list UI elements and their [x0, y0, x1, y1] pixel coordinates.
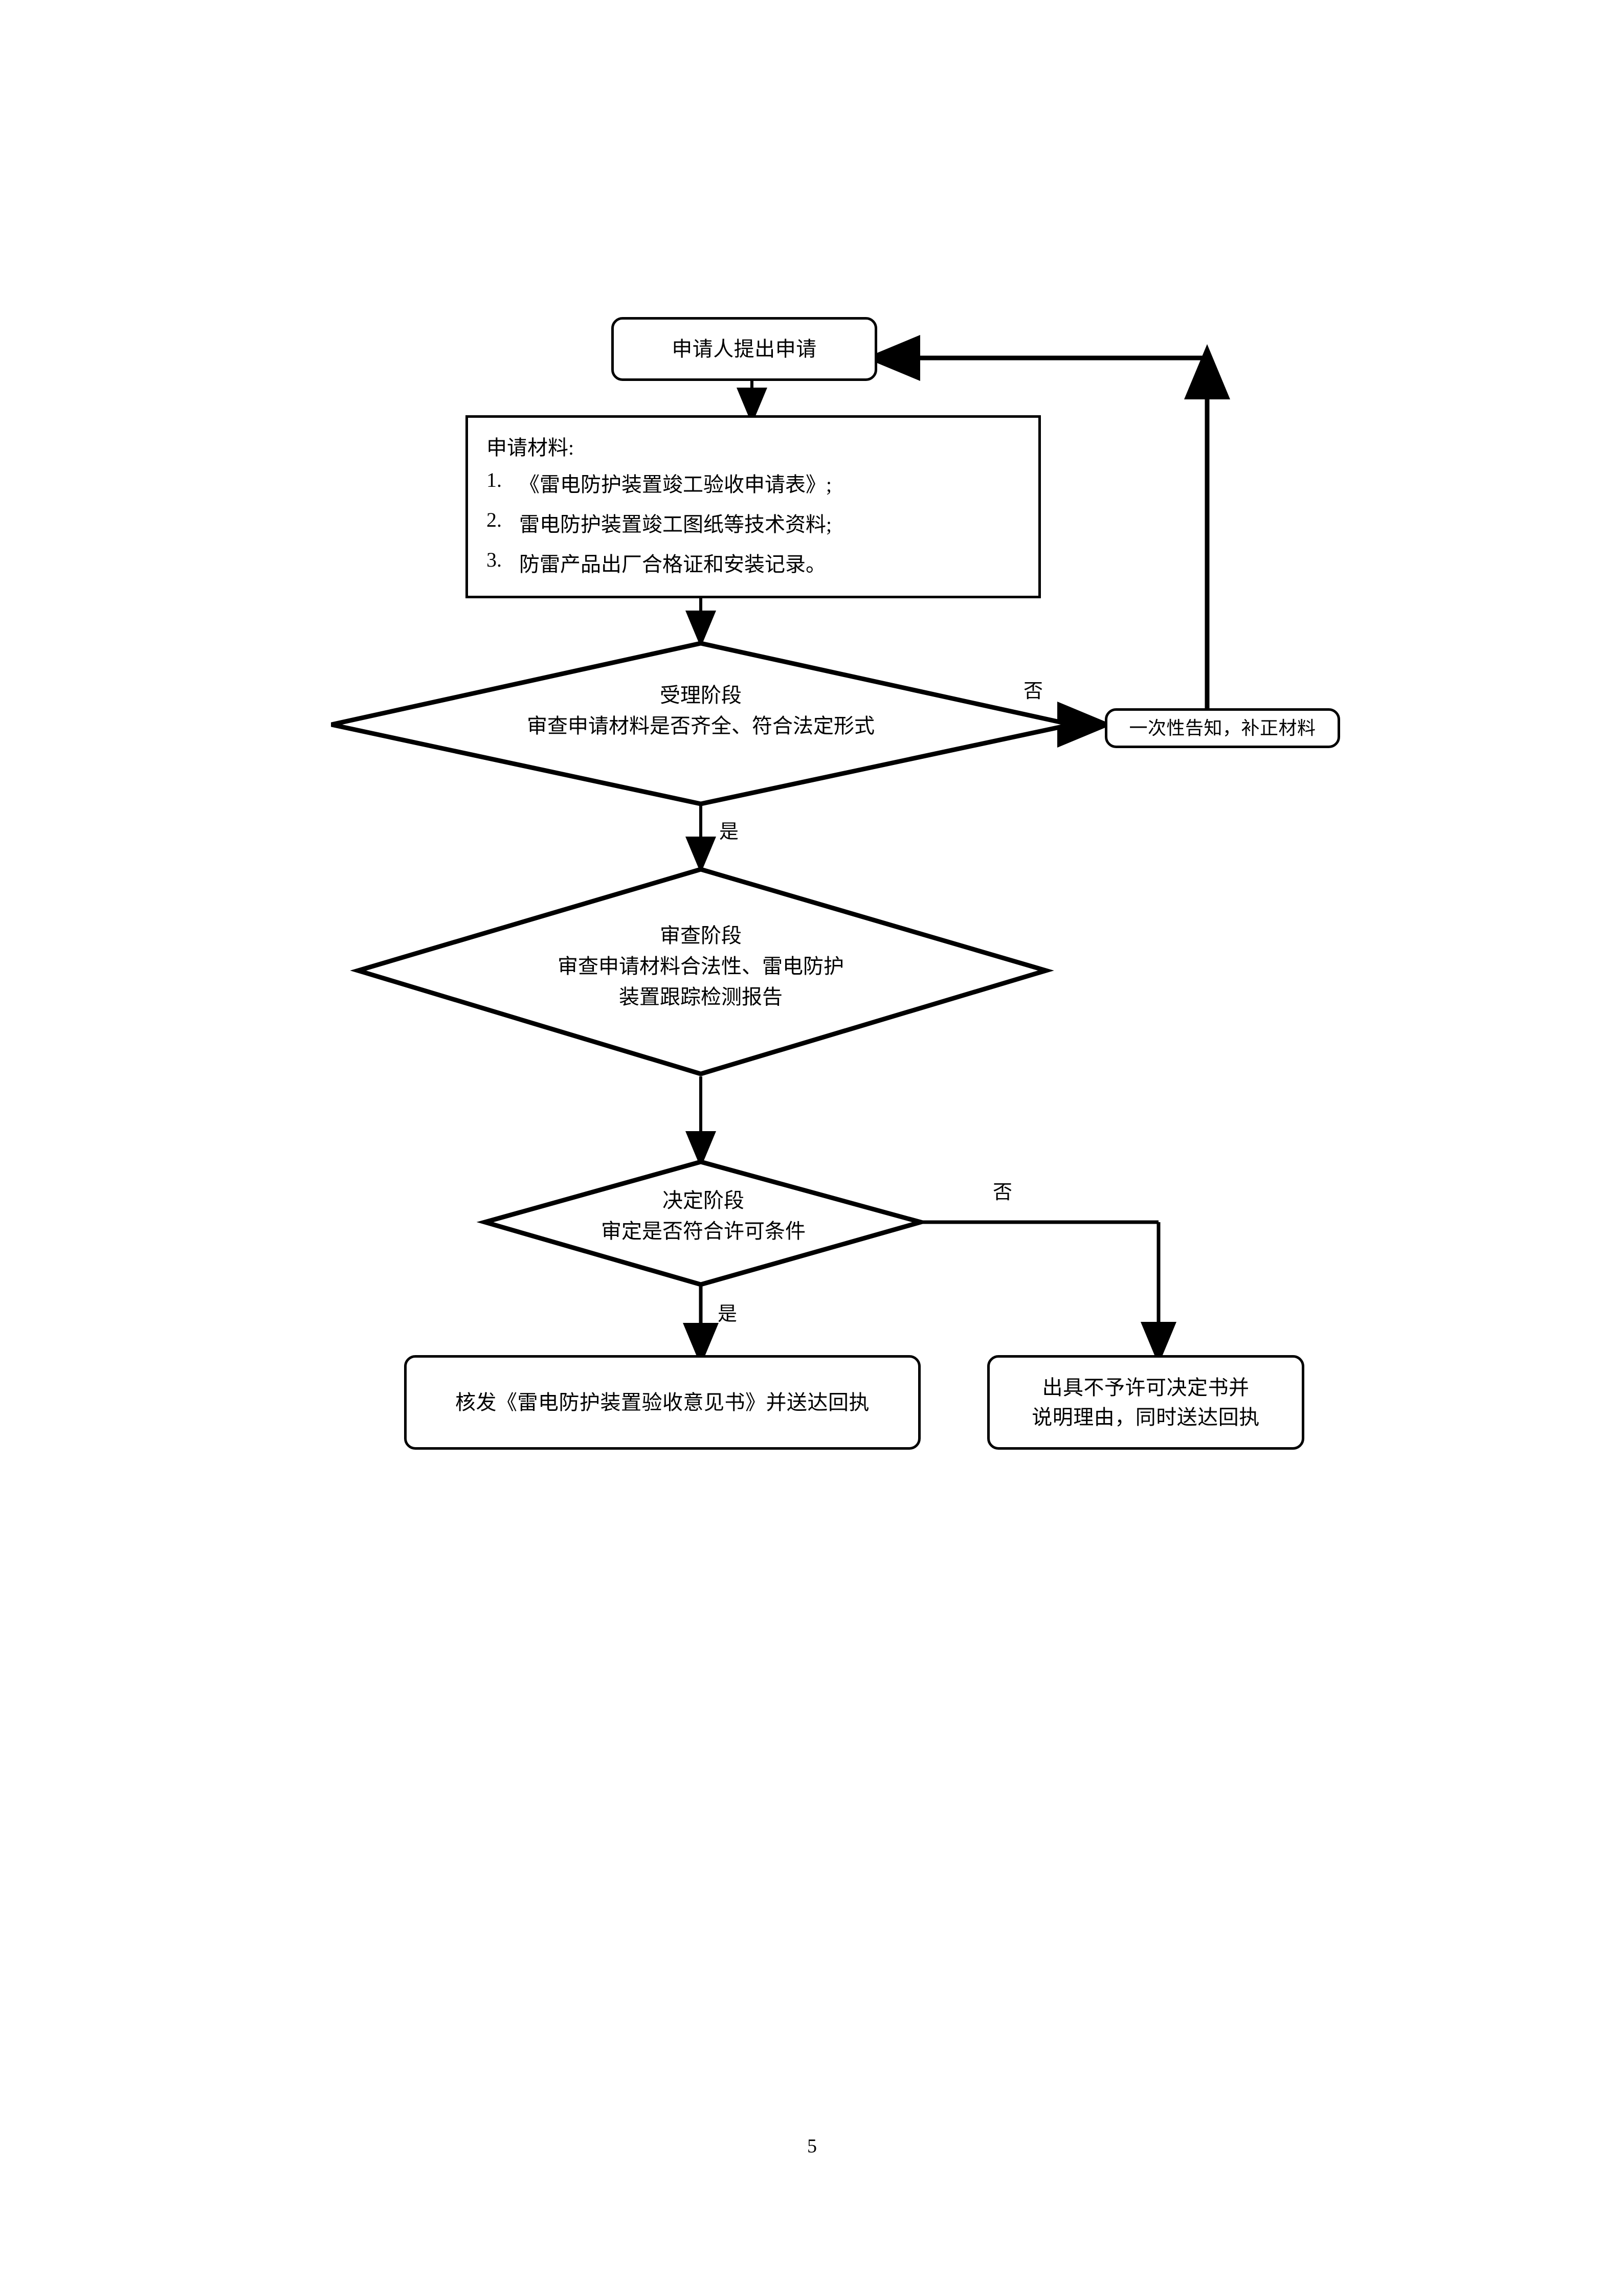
node-one-time-notice-supplement-label: 一次性告知，补正材料: [1129, 717, 1316, 738]
decision-review-line3: 装置跟踪检测报告: [619, 985, 783, 1008]
materials-item-number: 3.: [486, 548, 502, 571]
decision-review-line1: 审查阶段: [660, 924, 742, 947]
materials-item-number: 2.: [486, 508, 502, 531]
materials-item-text: 《雷电防护装置竣工验收申请表》;: [519, 473, 832, 496]
decision-determination-shape: [476, 1159, 929, 1287]
edge-label-acceptance-yes: 是: [719, 821, 739, 843]
decision-review-line2: 审查申请材料合法性、雷电防护: [558, 955, 844, 978]
node-application-materials[interactable]: 申请材料: 1. 《雷电防护装置竣工验收申请表》; 2. 雷电防护装置竣工图纸等…: [465, 415, 1041, 598]
decision-acceptance-text[interactable]: 受理阶段 审查申请材料是否齐全、符合法定形式: [445, 680, 956, 741]
node-issue-rejection-decision-line1: 出具不予许可决定书并: [1042, 1376, 1250, 1399]
decision-acceptance-line2: 审查申请材料是否齐全、符合法定形式: [527, 714, 875, 737]
materials-item-text: 雷电防护装置竣工图纸等技术资料;: [519, 513, 832, 536]
materials-item-number: 1.: [486, 468, 502, 491]
page-number: 5: [807, 2135, 817, 2157]
decision-review-text[interactable]: 审查阶段 审查申请材料合法性、雷电防护 装置跟踪检测报告: [463, 920, 939, 1012]
node-applicant-submits-label: 申请人提出申请: [672, 337, 817, 361]
decision-determination-line2: 审定是否符合许可条件: [601, 1220, 806, 1243]
edge-label-acceptance-no: 否: [1023, 681, 1043, 702]
node-applicant-submits[interactable]: 申请人提出申请: [611, 317, 877, 381]
node-issue-rejection-decision[interactable]: 出具不予许可决定书并 说明理由，同时送达回执: [987, 1355, 1304, 1450]
materials-list: 1. 《雷电防护装置竣工验收申请表》; 2. 雷电防护装置竣工图纸等技术资料; …: [486, 468, 1020, 577]
edge-label-determination-yes: 是: [717, 1303, 737, 1325]
node-issue-acceptance-opinion-label: 核发《雷电防护装置验收意见书》并送达回执: [455, 1390, 870, 1414]
materials-item-text: 防雷产品出厂合格证和安装记录。: [519, 553, 826, 576]
decision-review-shape: [350, 867, 1054, 1076]
decision-acceptance-line1: 受理阶段: [660, 684, 742, 707]
list-item: 2. 雷电防护装置竣工图纸等技术资料;: [486, 508, 1020, 537]
node-issue-acceptance-opinion[interactable]: 核发《雷电防护装置验收意见书》并送达回执: [404, 1355, 921, 1450]
materials-heading: 申请材料:: [486, 436, 574, 459]
list-item: 1. 《雷电防护装置竣工验收申请表》;: [486, 468, 1020, 498]
node-issue-rejection-decision-line2: 说明理由，同时送达回执: [1032, 1405, 1260, 1429]
list-item: 3. 防雷产品出厂合格证和安装记录。: [486, 548, 1020, 577]
decision-determination-text[interactable]: 决定阶段 审定是否符合许可条件: [504, 1185, 903, 1247]
edge-label-determination-no: 否: [992, 1182, 1012, 1203]
decision-acceptance-shape: [331, 641, 1072, 806]
decision-determination-line1: 决定阶段: [662, 1189, 744, 1212]
node-one-time-notice-supplement[interactable]: 一次性告知，补正材料: [1105, 708, 1340, 748]
